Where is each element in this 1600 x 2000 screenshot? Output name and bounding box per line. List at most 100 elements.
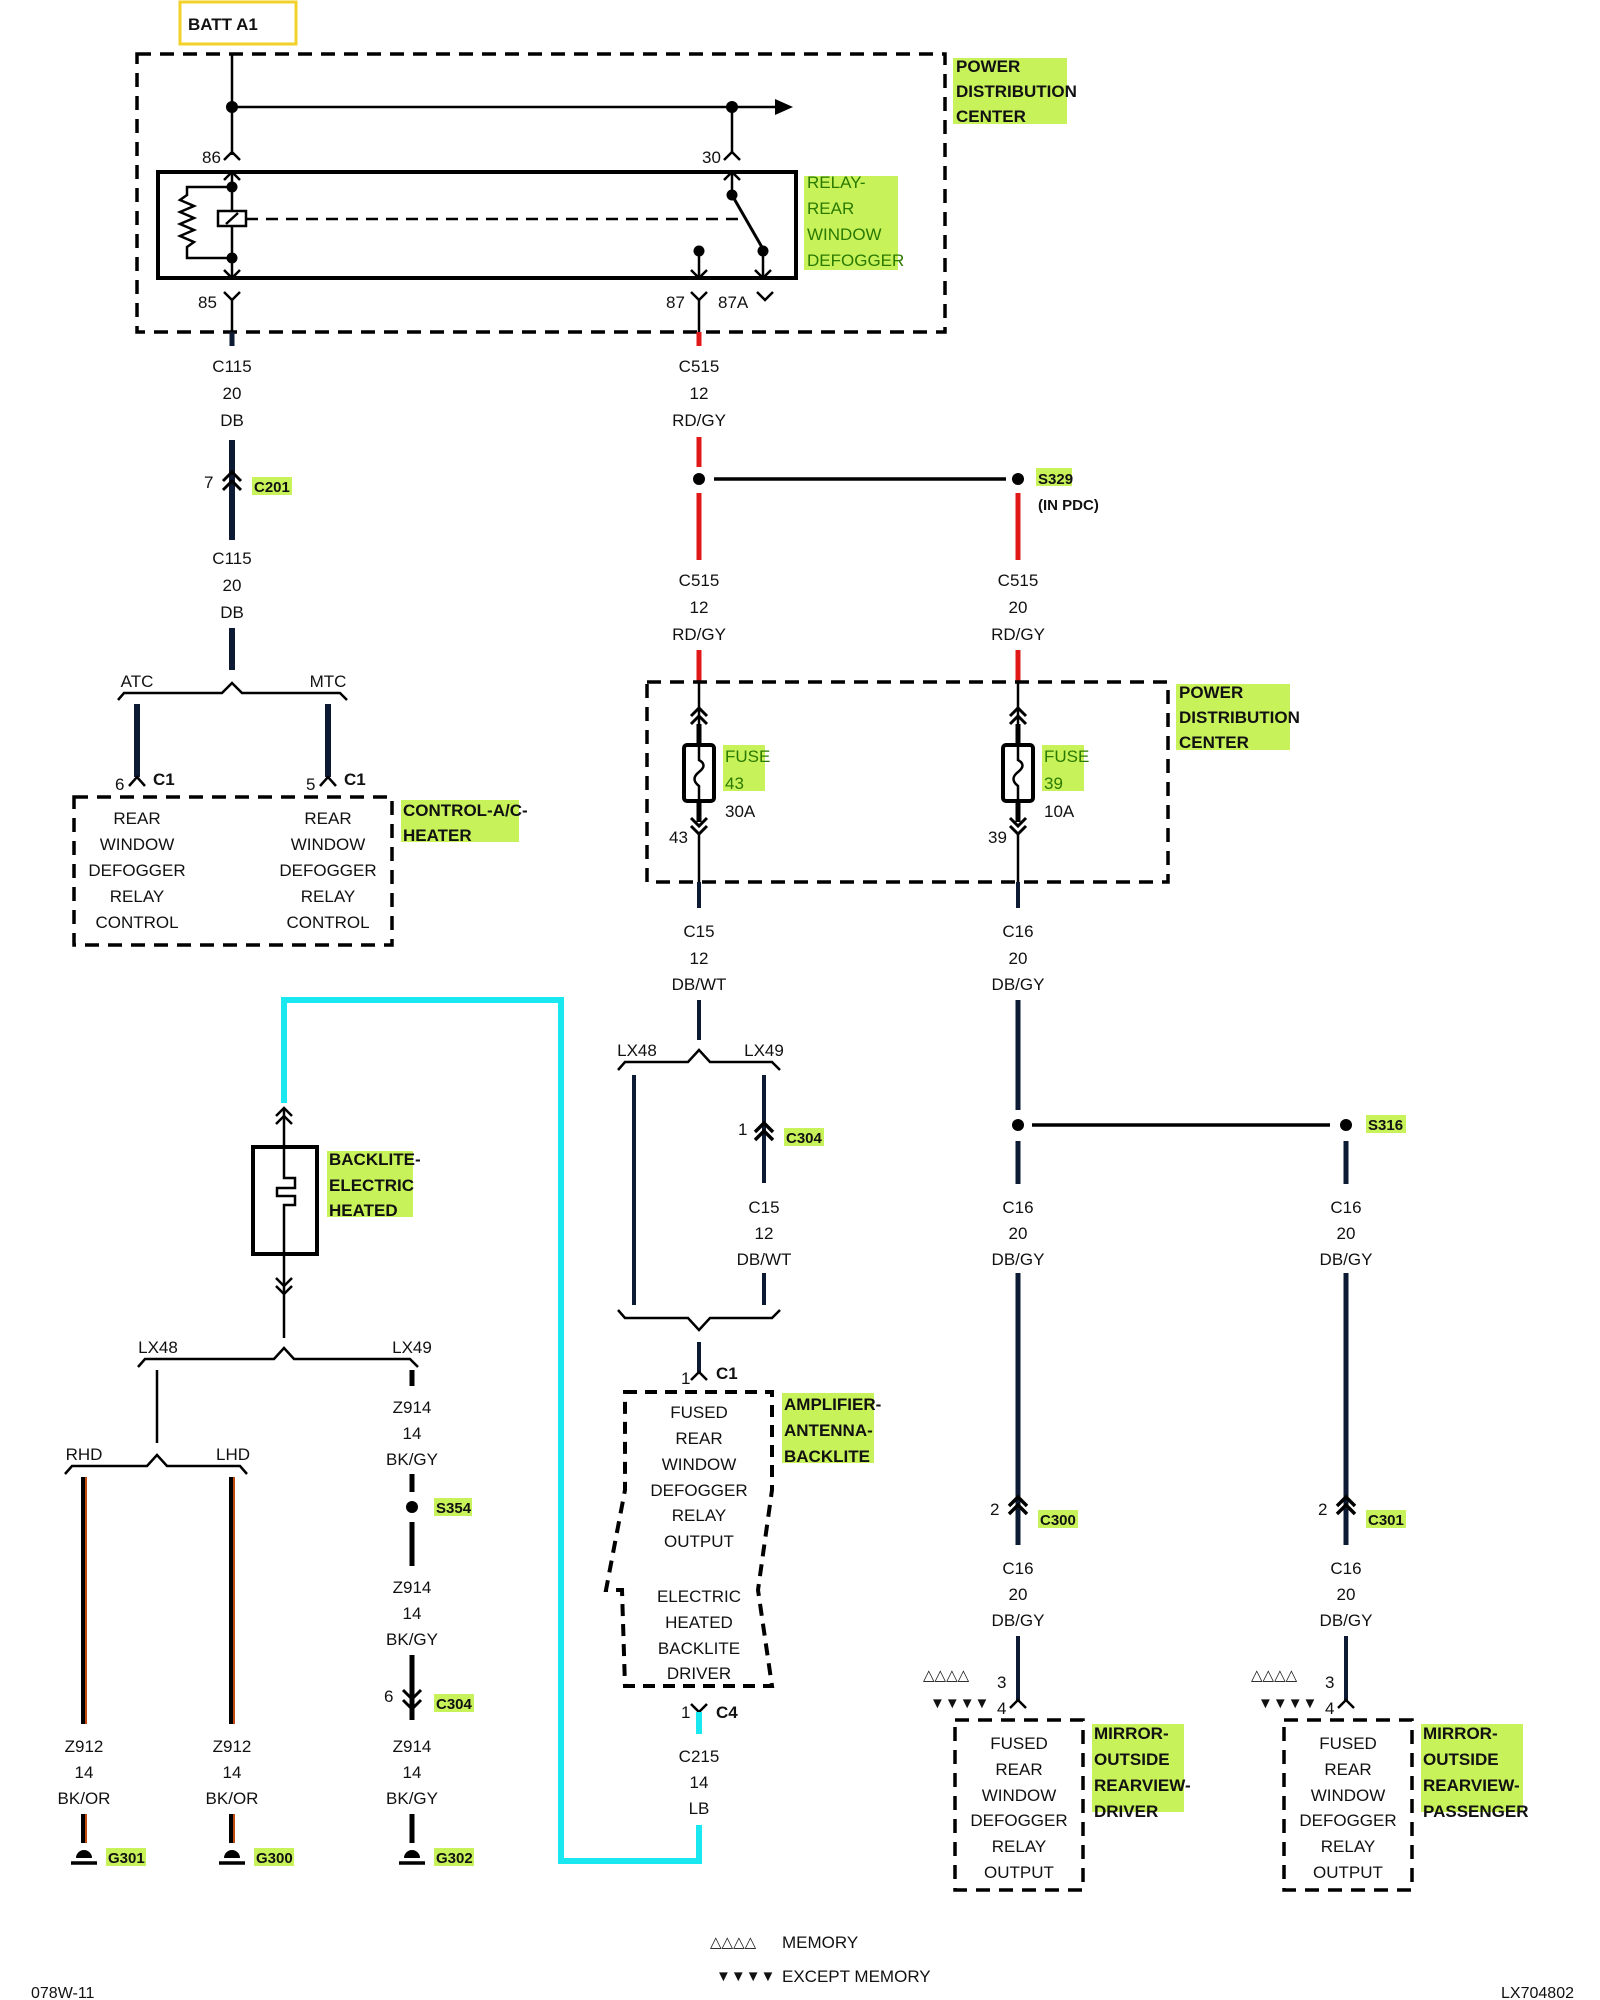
svg-text:REAR: REAR [675,1429,722,1448]
c1-atc-label: C1 [153,770,175,789]
relay-switch-icon [690,170,772,280]
svg-text:REAR: REAR [304,809,351,828]
lx49-label-b: LX49 [392,1338,432,1357]
svg-text:BK/GY: BK/GY [386,1789,438,1808]
svg-text:C115: C115 [212,357,251,376]
mirror-passenger-connector-icon [1337,1698,1355,1709]
legend-memory-label: MEMORY [782,1933,858,1952]
svg-text:20: 20 [223,384,242,403]
svg-text:Z914: Z914 [393,1398,432,1417]
svg-text:WINDOW: WINDOW [1311,1786,1386,1805]
wire-label-c16-b: C16 20 DB/GY [992,1198,1045,1269]
svg-text:MIRROR-: MIRROR- [1094,1724,1169,1743]
svg-text:RELAY-: RELAY- [807,173,866,192]
c1-amp-connector-icon [690,1370,708,1381]
z912-lhd-wire-lower [229,1814,235,1843]
pin87a-label: 87A [718,293,749,312]
svg-text:MIRROR-: MIRROR- [1423,1724,1498,1743]
svg-text:WINDOW: WINDOW [982,1786,1057,1805]
s316-label: S316 [1368,1117,1403,1134]
driver-memory-symbol: △△△△ [923,1667,970,1684]
wire-label-c16-e: C16 20 DB/GY [1320,1559,1373,1630]
s329-label: S329 [1038,471,1073,488]
svg-text:REARVIEW-: REARVIEW- [1423,1776,1520,1795]
c301-connector-icon [1335,1494,1357,1516]
svg-text:CENTER: CENTER [956,107,1026,126]
lx48-lx49-brace-bottom [617,1309,781,1332]
svg-text:OUTPUT: OUTPUT [984,1863,1054,1882]
svg-text:BACKLITE-: BACKLITE- [329,1150,421,1169]
mtc-label: MTC [310,672,347,691]
mirror-driver-boundary [953,1718,1085,1892]
fuse-39-highlight [1042,745,1084,791]
lx48-lx49-brace-lower [137,1346,419,1368]
pin87-label: 87 [666,293,685,312]
s329-note: (IN PDC) [1038,497,1099,514]
pin87a-connector-icon [756,291,774,302]
svg-text:REARVIEW-: REARVIEW- [1094,1776,1191,1795]
svg-text:20: 20 [1009,1585,1028,1604]
g300-label: G300 [256,1850,293,1867]
svg-text:DB/GY: DB/GY [992,1250,1045,1269]
svg-text:BK/GY: BK/GY [386,1450,438,1469]
wire-label-c16-a: C16 20 DB/GY [992,922,1045,994]
svg-text:ELECTRIC: ELECTRIC [657,1587,741,1606]
svg-text:BACKLITE: BACKLITE [658,1639,740,1658]
fuse-39-label: FUSE [1044,747,1089,766]
svg-text:C16: C16 [1002,1559,1033,1578]
lx48-lx49-brace-top [617,1048,781,1071]
svg-text:RELAY: RELAY [301,887,356,906]
passenger-except-symbol: ▼▼▼▼ [1258,1695,1317,1712]
s316-right-dot [1340,1119,1352,1131]
s354-label: S354 [436,1500,472,1517]
svg-text:HEATER: HEATER [403,826,472,845]
svg-text:CENTER: CENTER [1179,733,1249,752]
svg-text:12: 12 [690,598,709,617]
wire-label-z912-b: Z912 14 BK/OR [206,1737,259,1808]
lx48-label-b: LX48 [138,1338,178,1357]
c4-amp-pin: 1 [681,1703,690,1722]
c304-top-connector-icon [753,1120,775,1142]
svg-text:BK/OR: BK/OR [206,1789,259,1808]
svg-text:14: 14 [223,1763,242,1782]
svg-text:20: 20 [1009,598,1028,617]
svg-text:DEFOGGER: DEFOGGER [650,1481,747,1500]
svg-text:C215: C215 [679,1747,720,1766]
pin30-connector-icon [723,150,741,161]
footer-figure-id: LX704802 [1501,1985,1574,2000]
svg-text:DISTRIBUTION: DISTRIBUTION [956,82,1077,101]
wire-label-c115-a: C115 20 DB [212,357,251,430]
svg-text:RELAY: RELAY [992,1837,1047,1856]
c1-amp-label: C1 [716,1364,738,1383]
lx49-label-a: LX49 [744,1041,784,1060]
svg-text:12: 12 [690,384,709,403]
pin85-label: 85 [198,293,217,312]
amplifier-top-function: FUSED REAR WINDOW DEFOGGER RELAY OUTPUT [650,1403,747,1551]
svg-text:REAR: REAR [1324,1760,1371,1779]
legend-except-symbol: ▼▼▼▼ [716,1968,775,1985]
fuse-43-highlight [723,745,765,791]
svg-text:REAR: REAR [995,1760,1042,1779]
fuse-39-number: 39 [1044,774,1063,793]
fuse-43-icon [682,682,716,882]
mirror-driver-label: MIRROR- OUTSIDE REARVIEW- DRIVER [1094,1724,1191,1821]
svg-text:DRIVER: DRIVER [1094,1802,1158,1821]
rhd-lhd-brace [64,1453,248,1475]
relay-coil-icon [176,170,248,280]
fuse-39-rating: 10A [1044,802,1075,821]
c301-highlight [1366,1510,1406,1528]
c304-bottom-connector-icon [401,1688,423,1712]
svg-text:FUSED: FUSED [670,1403,728,1422]
svg-text:20: 20 [1009,1224,1028,1243]
legend-memory-symbol: △△△△ [710,1934,757,1951]
svg-text:WINDOW: WINDOW [291,835,366,854]
c215-lb-wire [281,997,702,1864]
svg-text:Z914: Z914 [393,1737,432,1756]
c304-top-pin: 1 [738,1120,747,1139]
mirror-driver-connector-icon [1009,1698,1027,1709]
svg-text:RELAY: RELAY [1321,1837,1376,1856]
c301-pin: 2 [1318,1500,1327,1519]
z912-lhd-wire [229,1477,235,1724]
svg-text:POWER: POWER [1179,683,1243,702]
